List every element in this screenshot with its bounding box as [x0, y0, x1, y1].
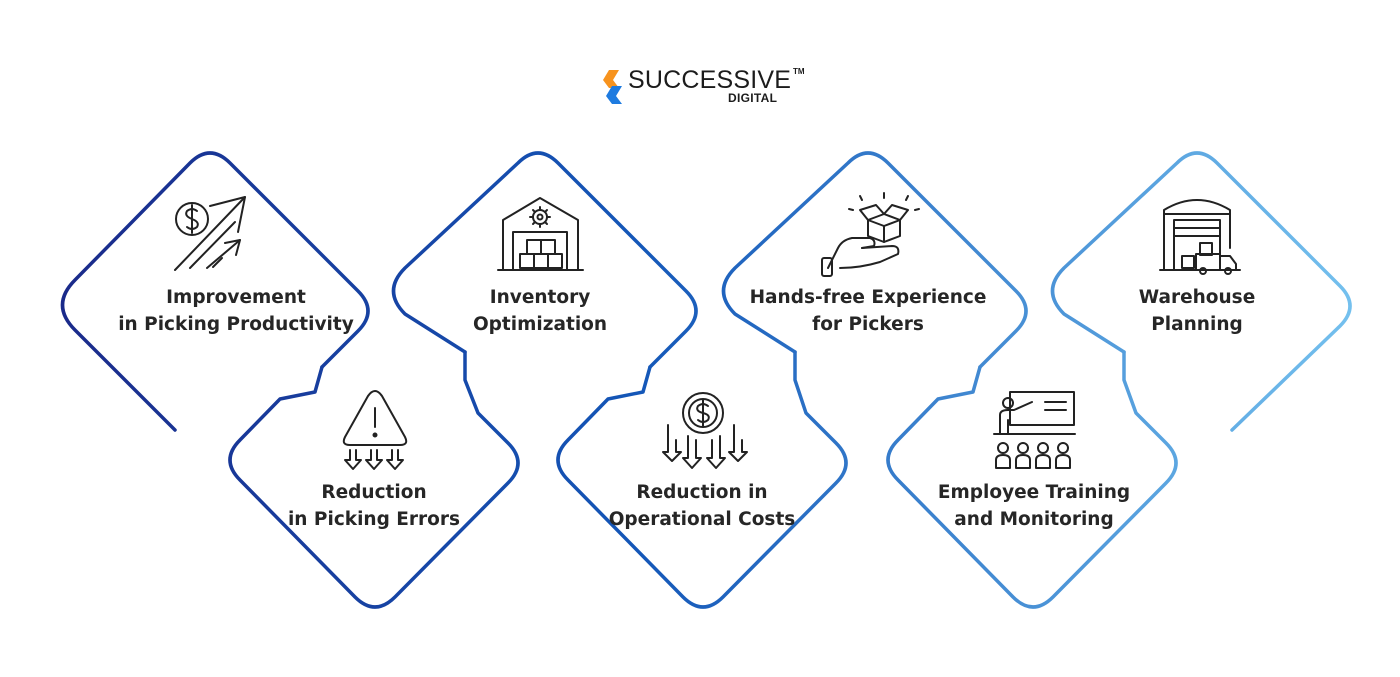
label-line: Inventory: [489, 287, 591, 308]
label-line: Employee Training: [937, 482, 1131, 503]
card-label-picking-productivity: Improvement in Picking Productivity: [86, 284, 386, 338]
label-line: in Picking Productivity: [118, 314, 354, 335]
diamond-bottom-1: [228, 350, 520, 609]
label-line: Improvement: [166, 287, 306, 308]
diamond-top-1: [60, 151, 370, 432]
warehouse-gear-boxes-icon: [497, 197, 584, 271]
diamond-bottom-2: [556, 350, 848, 609]
card-label-employee-training: Employee Training and Monitoring: [884, 479, 1184, 533]
card-label-inventory-optimization: Inventory Optimization: [390, 284, 690, 338]
label-line: and Monitoring: [954, 509, 1114, 530]
label-line: for Pickers: [812, 314, 924, 335]
label-line: Planning: [1151, 314, 1243, 335]
label-line: Optimization: [472, 314, 608, 335]
diamond-top-3: [721, 151, 1028, 369]
diamond-top-2: [391, 151, 698, 369]
trainer-board-audience-icon: [993, 391, 1076, 469]
logo-trademark: TM: [793, 67, 805, 76]
warehouse-truck-icon: [1159, 199, 1241, 275]
label-line: in Picking Errors: [287, 509, 461, 530]
label-line: Operational Costs: [608, 509, 796, 530]
card-label-operational-costs: Reduction in Operational Costs: [552, 479, 852, 533]
label-line: Reduction: [321, 482, 427, 503]
label-line: Reduction in: [636, 482, 768, 503]
diamond-top-4: [1050, 151, 1352, 432]
hand-box-icon: [821, 192, 920, 277]
card-label-picking-errors: Reduction in Picking Errors: [224, 479, 524, 533]
warning-down-arrows-icon: [342, 390, 408, 470]
label-line: Hands-free Experience: [749, 287, 987, 308]
label-line: Warehouse: [1138, 287, 1256, 308]
diamond-bottom-3: [886, 350, 1178, 609]
dollar-down-arrows-icon: [662, 392, 748, 469]
logo-subtitle: DIGITAL: [728, 91, 778, 105]
card-label-hands-free: Hands-free Experience for Pickers: [718, 284, 1018, 338]
successive-digital-logo: SUCCESSIVE TM DIGITAL: [600, 66, 810, 110]
logo-mark-icon: [603, 70, 622, 104]
card-label-warehouse-planning: Warehouse Planning: [1047, 284, 1347, 338]
dollar-growth-arrows-icon: [174, 196, 246, 271]
logo-name: SUCCESSIVE: [628, 66, 792, 94]
